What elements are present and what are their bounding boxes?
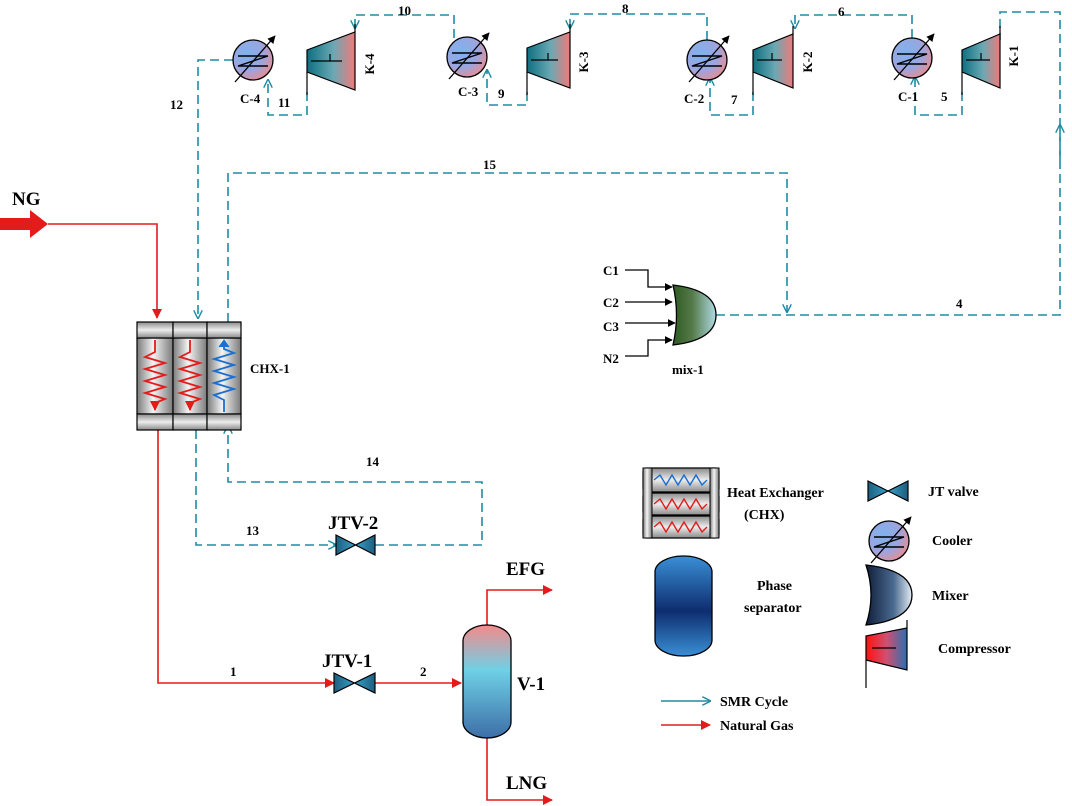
stream-label-9: 9 [498, 86, 505, 101]
legend-jt-valve-icon [867, 480, 909, 502]
stream-14-line [228, 426, 483, 546]
heat-exchanger-chx1 [136, 321, 242, 431]
stream-6-line [795, 14, 913, 38]
legend-cooler-icon [868, 516, 912, 564]
compressor-k2 [752, 26, 794, 95]
legend-line-samples [661, 701, 711, 730]
legend-label-smr-cycle: SMR Cycle [720, 695, 788, 710]
stream-9-line [487, 70, 528, 106]
stream-label-14: 14 [366, 454, 380, 469]
label-c4: C-4 [240, 91, 261, 106]
stream-label-15: 15 [483, 157, 497, 172]
label-input-c3: C3 [603, 319, 619, 334]
label-k1: K-1 [1006, 46, 1021, 67]
label-input-c1: C1 [603, 263, 619, 278]
legend-label-cooler: Cooler [932, 534, 972, 549]
ng-feed-arrow [0, 210, 48, 238]
legend-compressor-icon [865, 620, 908, 688]
label-v1: V-1 [517, 674, 545, 695]
label-lng: LNG [506, 773, 547, 794]
cooler-c3 [446, 32, 490, 80]
stream-label-5: 5 [941, 89, 948, 104]
cooler-c4 [232, 35, 276, 83]
legend-heat-exchanger-icon [642, 467, 720, 539]
compressor-k1 [961, 26, 1001, 95]
stream-label-2: 2 [420, 664, 427, 679]
stream-4-line [716, 11, 1061, 316]
stream-label-6: 6 [838, 4, 845, 19]
label-input-n2: N2 [603, 351, 619, 366]
label-c3: C-3 [458, 84, 479, 99]
stream-12-line [198, 59, 233, 318]
stream-label-11: 11 [278, 95, 290, 110]
stream-label-7: 7 [731, 92, 738, 107]
legend-mixer-icon [865, 564, 913, 626]
label-jtv1: JTV-1 [322, 651, 372, 672]
separator-v1 [462, 624, 512, 739]
cooler-c1 [891, 33, 935, 81]
stream-1-line [157, 430, 335, 688]
stream-15-line [227, 172, 787, 322]
label-jtv2: JTV-2 [328, 513, 378, 534]
legend-label-heat-exchanger-abbr: (CHX) [744, 508, 785, 523]
ng-streams [0, 210, 553, 805]
stream-8-line [570, 13, 708, 40]
stream-label-1: 1 [230, 664, 237, 679]
legend-label-phase: Phase [757, 579, 792, 594]
stream-label-13: 13 [246, 523, 260, 538]
compressor-k4 [306, 24, 356, 95]
legend-label-jt-valve: JT valve [928, 485, 979, 500]
label-k2: K-2 [800, 52, 815, 73]
label-ng: NG [12, 189, 41, 210]
label-chx1: CHX-1 [250, 361, 290, 376]
legend-label-separator: separator [744, 601, 802, 616]
jt-valve-jtv2 [335, 534, 376, 556]
label-efg: EFG [506, 559, 545, 580]
stream-label-12: 12 [170, 97, 183, 112]
legend-label-heat-exchanger: Heat Exchanger [727, 486, 824, 501]
stream-label-4: 4 [956, 296, 963, 311]
stream-7-line [710, 78, 754, 116]
ng-feed-line [48, 223, 162, 319]
legend-label-mixer: Mixer [932, 589, 969, 604]
jt-valve-jtv1 [333, 672, 376, 694]
lng-line [486, 738, 553, 805]
label-mix1: mix-1 [672, 362, 704, 377]
label-input-c2: C2 [603, 295, 619, 310]
stream-11-line [268, 80, 308, 116]
label-k4: K-4 [362, 53, 377, 74]
mixer-mix1 [625, 269, 717, 357]
stream-13-line [195, 430, 336, 545]
legend-label-natural-gas: Natural Gas [720, 719, 794, 734]
cooler-c2 [686, 35, 730, 83]
legend-separator-icon [654, 555, 713, 657]
smr-streams [195, 11, 1061, 546]
stream-label-8: 8 [622, 1, 629, 16]
stream-label-10: 10 [398, 3, 411, 18]
stream-5-line [915, 77, 963, 116]
label-c2: C-2 [684, 91, 704, 106]
efg-line [486, 585, 553, 625]
label-c1: C-1 [898, 89, 918, 104]
compressor-k3 [526, 24, 571, 95]
legend-label-compressor: Compressor [938, 642, 1011, 657]
stream-10-line [355, 14, 455, 38]
label-k3: K-3 [576, 51, 591, 72]
